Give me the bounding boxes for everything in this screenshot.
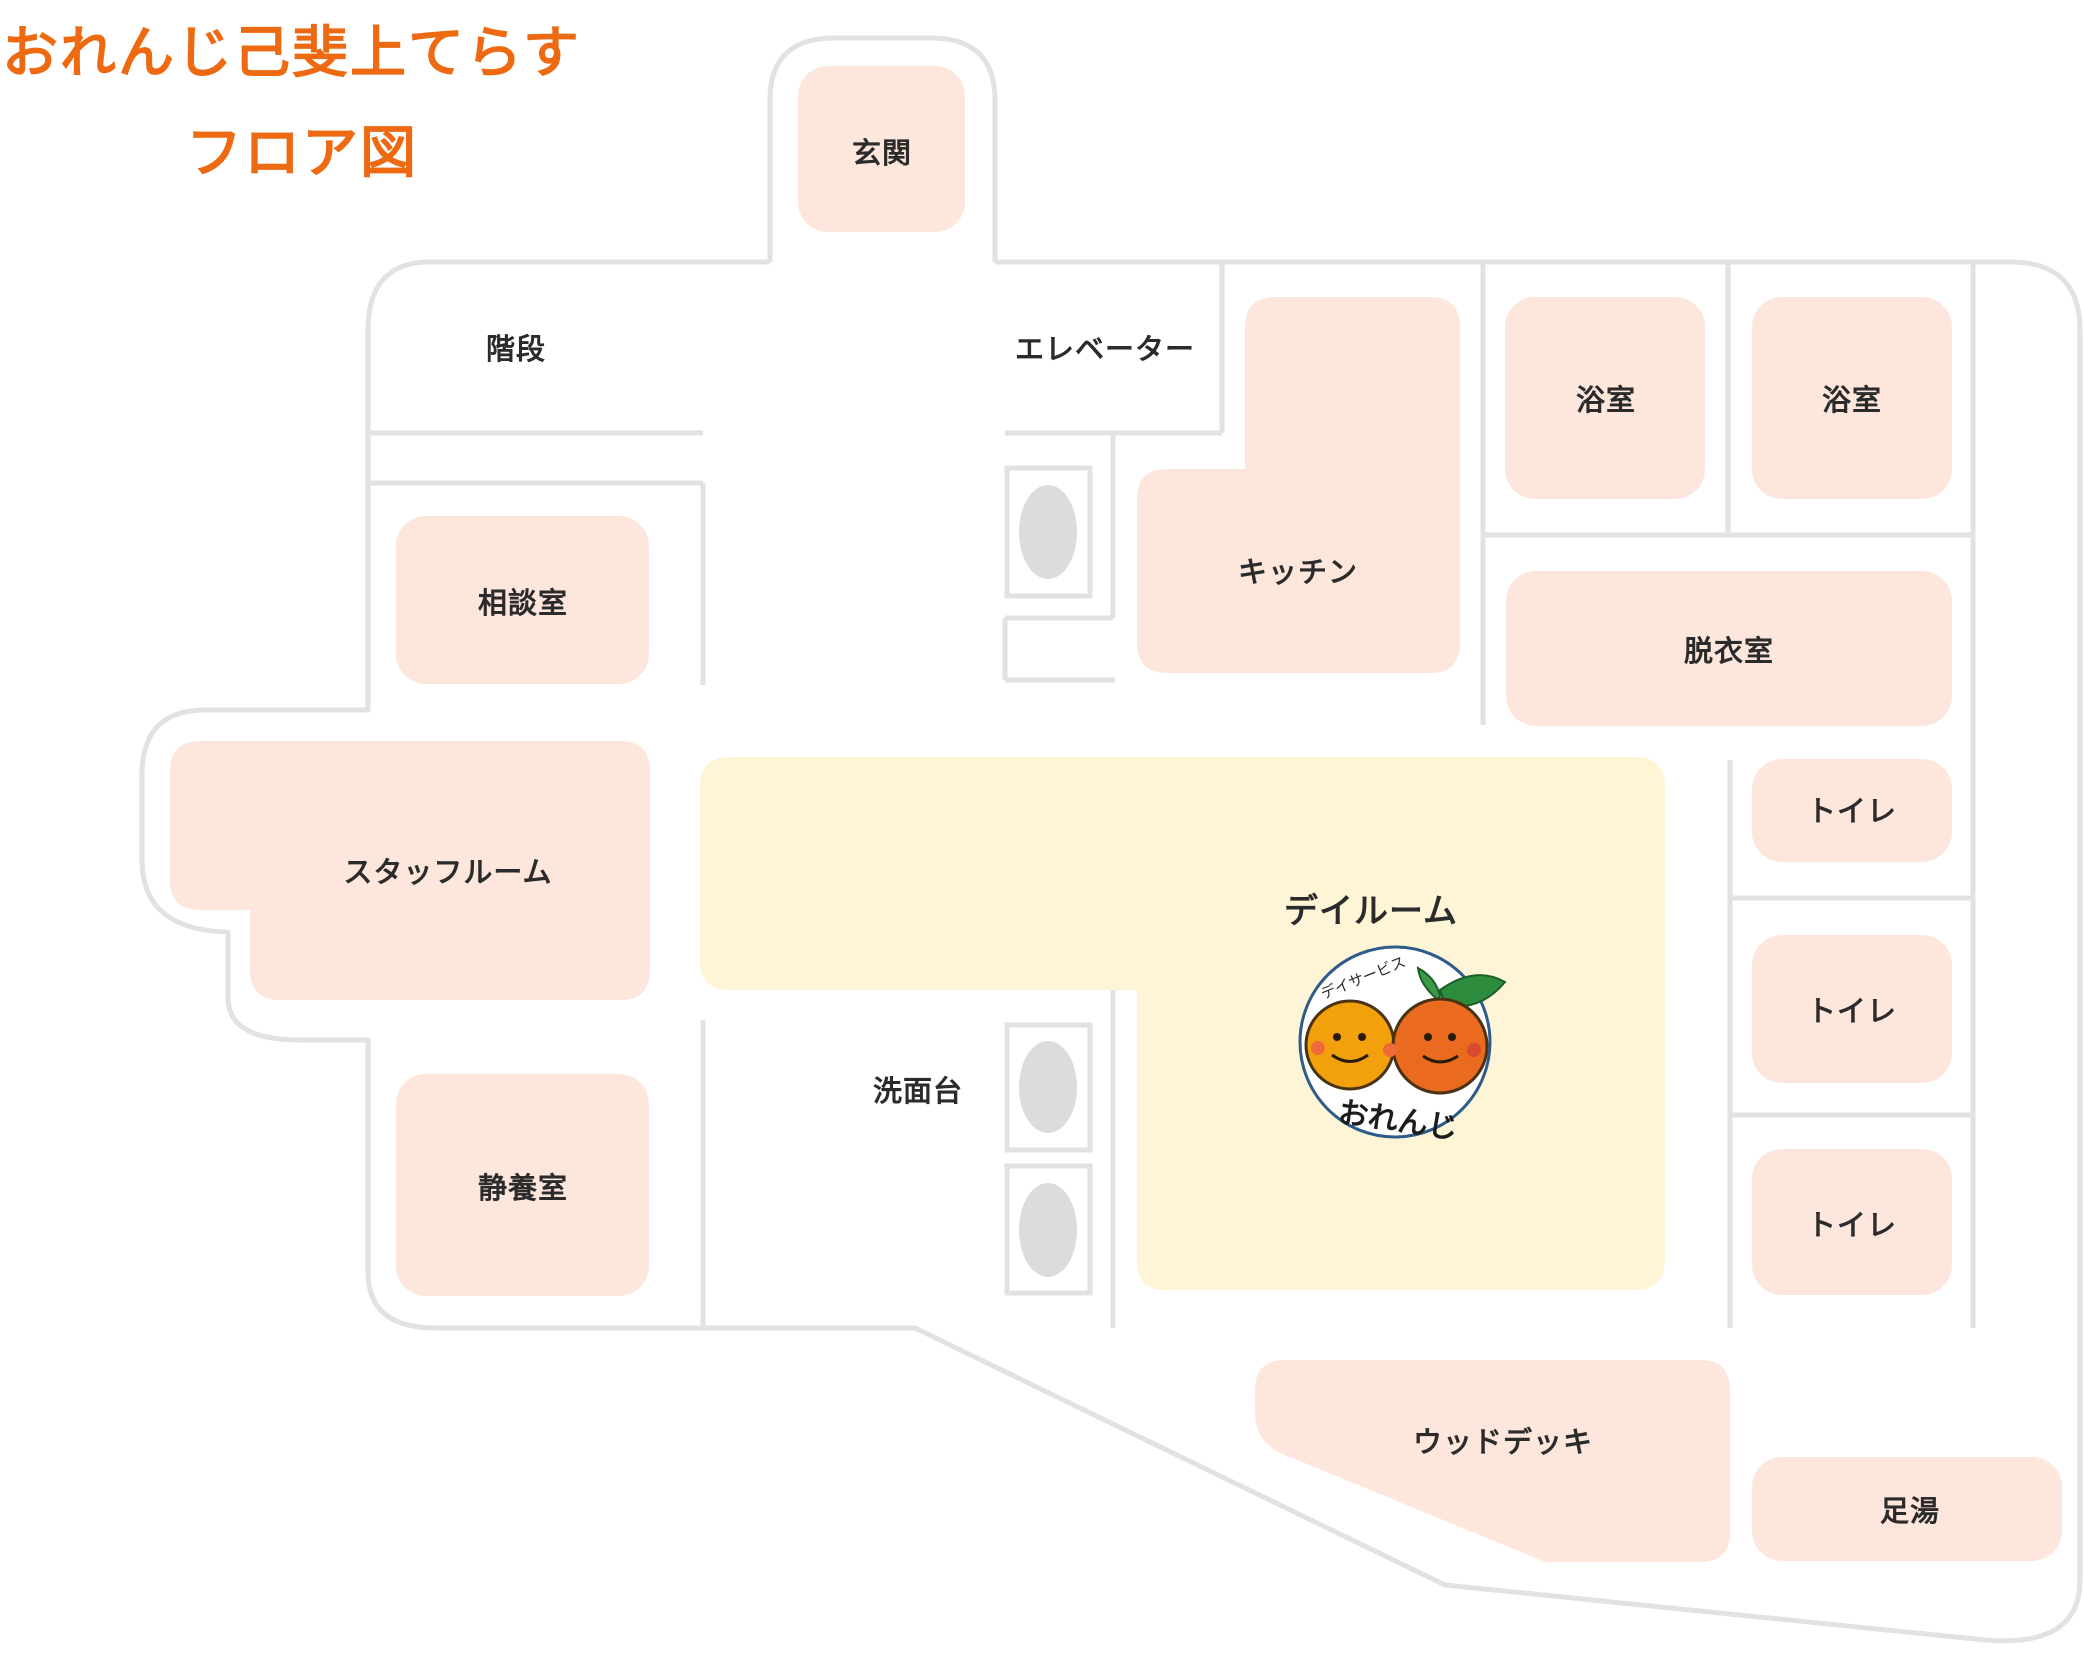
room-yokushitsu-2: [1752, 297, 1952, 499]
room-yokushitsu-1: [1505, 297, 1705, 499]
page-subtitle: フロア図: [186, 121, 418, 186]
label-genkan: 玄関: [851, 136, 913, 170]
page-title: おれんじ己斐上てらす: [2, 21, 581, 86]
label-kaidan: 階段: [485, 332, 547, 366]
room-wood-deck: [1255, 1360, 1730, 1562]
room-toilet-1: [1752, 759, 1952, 862]
label-elevator: エレベーター: [1014, 332, 1196, 366]
label-kitchen: キッチン: [1237, 555, 1359, 589]
room-datsuishitsu: [1506, 571, 1952, 726]
label-seiyoushitsu: 静養室: [477, 1171, 569, 1205]
room-shapes: [170, 66, 2062, 1562]
inner-walls: [368, 262, 1976, 1328]
label-staff-room: スタッフルーム: [343, 855, 553, 889]
label-soudanshitsu: 相談室: [477, 586, 569, 620]
fixtures: [1004, 465, 1093, 1296]
room-genkan: [798, 66, 965, 232]
room-kitchen: [1137, 297, 1460, 673]
label-toilet-3: トイレ: [1806, 1208, 1898, 1242]
fixture-lower-2: [1004, 1163, 1093, 1296]
label-toilet-2: トイレ: [1806, 994, 1898, 1028]
label-yokushitsu-2: 浴室: [1821, 383, 1883, 417]
room-toilet-3: [1752, 1149, 1952, 1295]
room-toilet-2: [1752, 935, 1952, 1083]
label-datsuishitsu: 脱衣室: [1683, 634, 1775, 668]
label-senmendai: 洗面台: [872, 1074, 964, 1108]
label-day-room: デイルーム: [1284, 891, 1458, 932]
fixture-upper: [1004, 465, 1093, 599]
room-staff: [170, 741, 650, 1000]
outer-walls: [139, 35, 2083, 1644]
label-ashiyu: 足湯: [1879, 1494, 1941, 1528]
room-soudanshitsu: [396, 516, 649, 684]
room-ashiyu: [1752, 1457, 2062, 1561]
label-wood-deck: ウッドデッキ: [1412, 1425, 1594, 1459]
orange-logo: デイサービス おれんじ: [1298, 945, 1507, 1147]
label-yokushitsu-1: 浴室: [1575, 383, 1637, 417]
label-toilet-1: トイレ: [1806, 794, 1898, 828]
fixture-lower-1: [1004, 1022, 1093, 1153]
room-seiyoushitsu: [396, 1074, 649, 1296]
room-day-room: [700, 757, 1665, 1290]
